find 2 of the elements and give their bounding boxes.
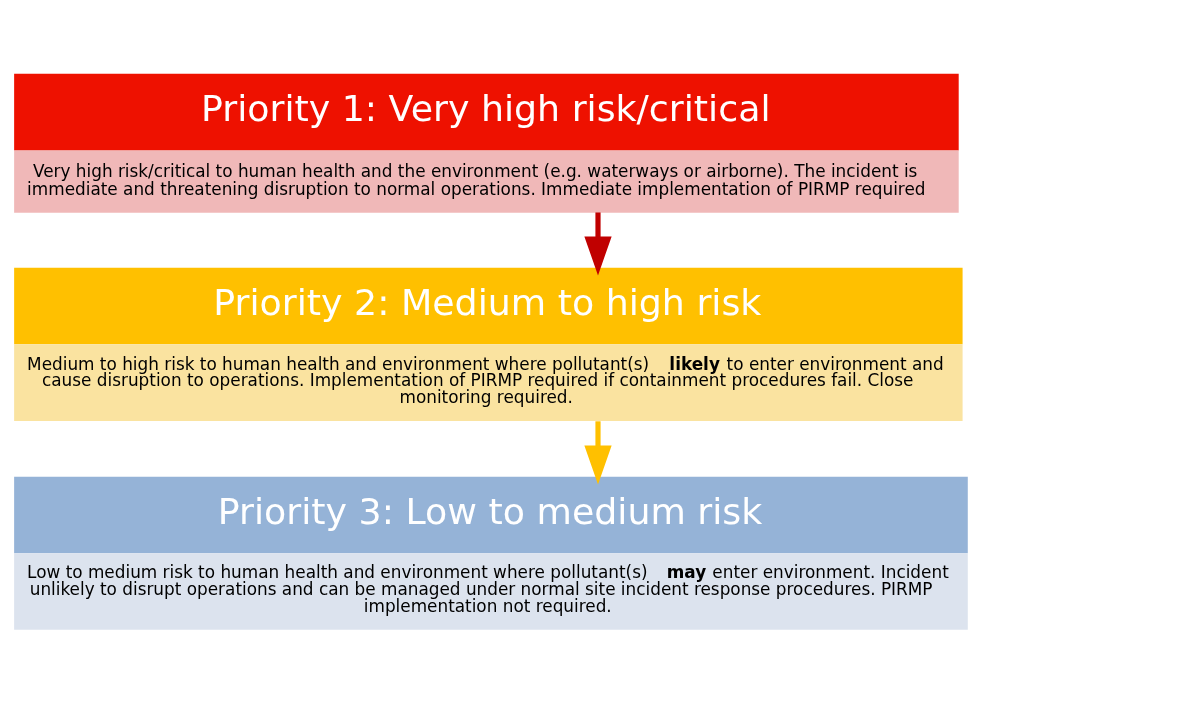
- arrow: [584, 212, 612, 276]
- arrow: [584, 421, 612, 485]
